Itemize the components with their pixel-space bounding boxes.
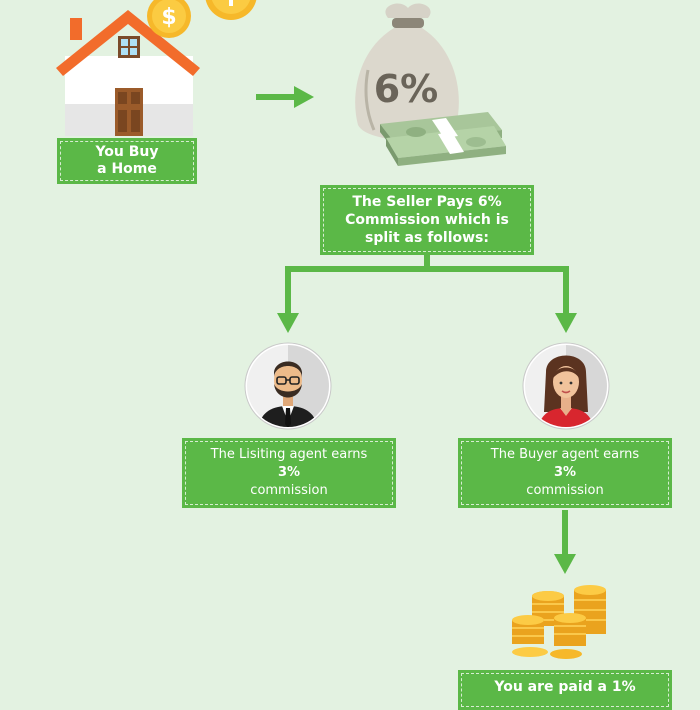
listing-agent-line1: The Lisiting agent earns xyxy=(210,447,368,462)
svg-text:$: $ xyxy=(161,5,176,30)
woman-avatar-icon xyxy=(522,342,610,430)
man-avatar-icon xyxy=(244,342,332,430)
listing-agent-line3: commission xyxy=(250,483,328,498)
buyer-agent-line3: commission xyxy=(526,483,604,498)
arrow-down-icon xyxy=(277,313,299,333)
gold-coins-icon xyxy=(512,585,606,659)
cash-stack-icon xyxy=(380,112,506,166)
arrow-down-icon xyxy=(555,313,577,333)
seller-pays-line1: The Seller Pays 6% xyxy=(352,194,502,210)
you-buy-line1: You Buy xyxy=(95,144,159,160)
buyer-agent-line2: 3% xyxy=(553,465,577,480)
seller-pays-box: The Seller Pays 6% Commission which is s… xyxy=(320,185,534,255)
buyer-agent-line1: The Buyer agent earns xyxy=(490,447,640,462)
dollar-coin-icon xyxy=(205,0,257,20)
seller-pays-line2: Commission which is xyxy=(345,212,509,228)
dollar-coin-icon: $ xyxy=(147,0,191,38)
money-bag-icon: 6% xyxy=(355,3,459,140)
money-bag-label: 6% xyxy=(374,67,439,111)
you-are-paid-line1: You are paid a 1% xyxy=(494,679,636,695)
seller-pays-line3: split as follows: xyxy=(365,230,489,246)
you-buy-home-box: You Buy a Home xyxy=(57,138,197,184)
listing-agent-line2: 3% xyxy=(277,465,301,480)
you-are-paid-box: You are paid a 1% xyxy=(458,670,672,710)
house-icon xyxy=(56,10,200,136)
listing-agent-box: The Lisiting agent earns 3% commission xyxy=(182,438,396,508)
you-buy-line2: a Home xyxy=(97,161,157,177)
buyer-agent-box: The Buyer agent earns 3% commission xyxy=(458,438,672,508)
